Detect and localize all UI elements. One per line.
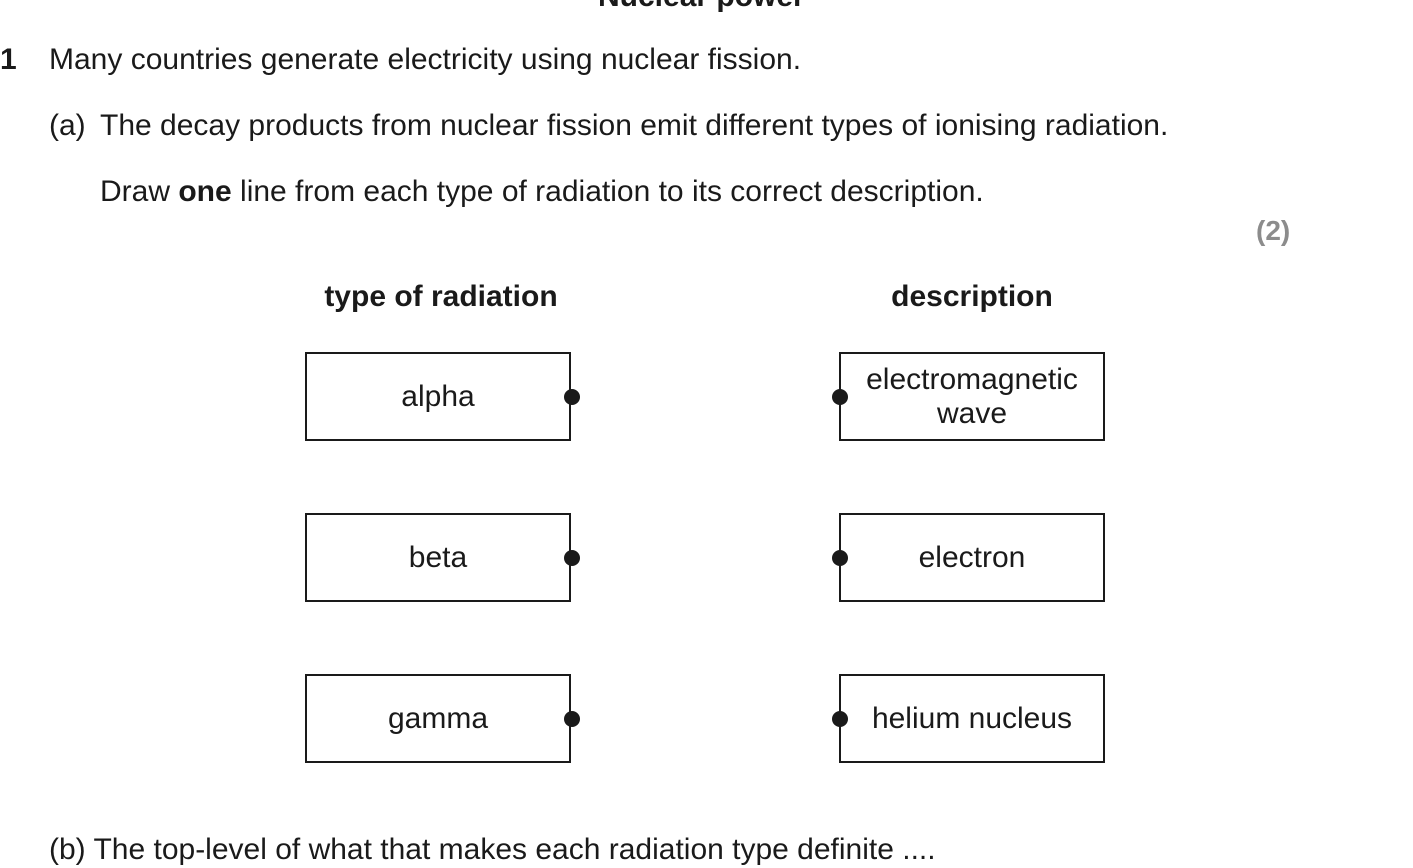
radiation-box-gamma: gamma (305, 674, 571, 763)
description-label: electron (918, 540, 1026, 574)
instruction-pre: Draw (100, 175, 179, 208)
description-label-line1: electromagnetic (866, 362, 1078, 396)
instruction-bold: one (178, 175, 232, 208)
left-connector-dot[interactable] (564, 711, 580, 727)
radiation-box-beta: beta (305, 513, 571, 602)
question-number: 1 (0, 43, 17, 76)
instruction-post: line from each type of radiation to its … (231, 175, 984, 208)
part-a-label: (a) (49, 109, 86, 142)
marks-badge: (2) (1256, 215, 1291, 246)
description-box-helium-nucleus: helium nucleus (839, 674, 1105, 763)
description-box-electron: electron (839, 513, 1105, 602)
radiation-label: gamma (387, 701, 489, 735)
description-box-electromagnetic-wave: electromagnetic wave (839, 352, 1105, 441)
question-stem: Many countries generate electricity usin… (49, 43, 802, 76)
part-a-text: The decay products from nuclear fission … (100, 109, 1169, 142)
radiation-label: beta (408, 540, 468, 574)
right-connector-dot[interactable] (832, 389, 848, 405)
part-b-text-cropped: (b) The top-level of what that makes eac… (49, 833, 936, 866)
description-label: helium nucleus (871, 701, 1073, 735)
description-label-line2: wave (936, 396, 1008, 430)
right-connector-dot[interactable] (832, 550, 848, 566)
left-connector-dot[interactable] (564, 550, 580, 566)
right-column-heading: description (891, 280, 1053, 313)
section-title: Nuclear power (598, 0, 805, 12)
radiation-box-alpha: alpha (305, 352, 571, 441)
radiation-label: alpha (401, 379, 475, 413)
left-column-heading: type of radiation (324, 280, 558, 313)
right-connector-dot[interactable] (832, 711, 848, 727)
left-connector-dot[interactable] (564, 389, 580, 405)
part-a-instruction: Draw one line from each type of radiatio… (100, 174, 984, 210)
